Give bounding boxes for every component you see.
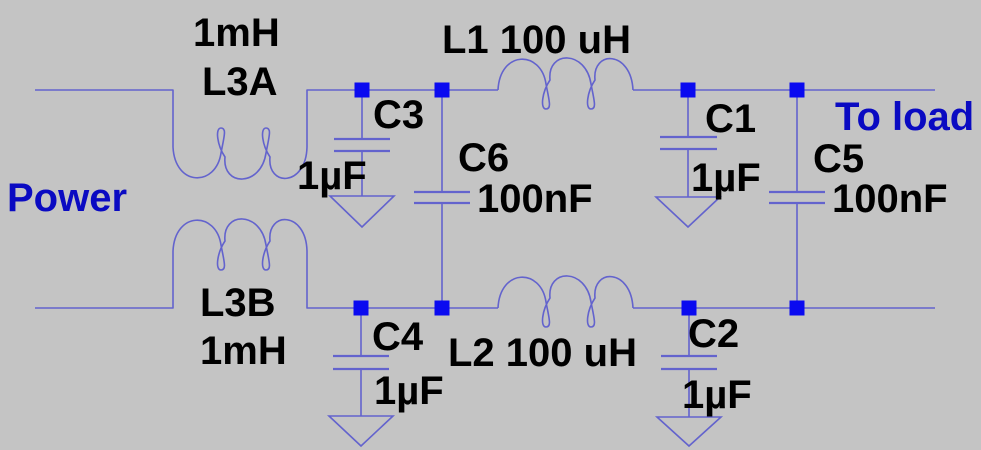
label-c4-value: 1µF xyxy=(374,369,444,413)
label-c5-name: C5 xyxy=(813,137,864,181)
label-l3a-value: 1mH xyxy=(193,11,280,55)
junction-layer xyxy=(353,82,805,316)
junction-dot xyxy=(354,82,370,98)
label-l3b-name: L3B xyxy=(200,281,276,325)
junction-dot xyxy=(789,300,805,316)
capacitor-c4-plates xyxy=(333,354,389,371)
label-c3-value: 1µF xyxy=(297,154,367,198)
junction-dot xyxy=(680,82,696,98)
capacitor-c2-plates xyxy=(661,354,717,371)
label-l1: L1 100 uH xyxy=(442,18,631,62)
label-c6-value: 100nF xyxy=(477,177,593,221)
label-c2-name: C2 xyxy=(688,312,739,356)
label-c1-name: C1 xyxy=(705,97,756,141)
label-c2-value: 1µF xyxy=(682,373,752,417)
capacitor-c5-plates xyxy=(769,190,825,205)
label-l3b-value: 1mH xyxy=(200,329,287,373)
label-l2: L2 100 uH xyxy=(448,331,637,375)
label-power-input: Power xyxy=(7,176,127,220)
inductor-l1-symbol xyxy=(497,57,634,110)
capacitor-c1-plates xyxy=(660,135,717,151)
label-c6-name: C6 xyxy=(458,136,509,180)
label-l3a-name: L3A xyxy=(202,60,278,104)
ground-icon xyxy=(328,195,396,229)
label-c5-value: 100nF xyxy=(832,177,948,221)
label-c1-value: 1µF xyxy=(691,156,761,200)
label-c3-name: C3 xyxy=(373,93,424,137)
inductor-l2-symbol xyxy=(497,275,634,328)
label-c4-name: C4 xyxy=(372,315,424,359)
capacitor-c3-plates xyxy=(334,137,390,153)
component-labels: 1mH L3A L1 100 uH C3 1µF C6 100nF C1 1µF… xyxy=(193,11,948,417)
annotation-labels: Power To load xyxy=(7,95,974,220)
junction-dot xyxy=(789,82,805,98)
label-to-load: To load xyxy=(835,95,974,139)
ground-icon xyxy=(326,415,396,448)
ground-icon xyxy=(654,416,724,448)
capacitor-c6-plates xyxy=(414,190,470,205)
junction-dot xyxy=(434,82,450,98)
junction-dot xyxy=(353,300,369,316)
inductor-l3a-symbol xyxy=(172,127,308,180)
junction-dot xyxy=(434,300,450,316)
junction-dot xyxy=(681,300,697,316)
ground-icon xyxy=(653,196,723,229)
inductor-l3b-symbol xyxy=(172,218,308,271)
